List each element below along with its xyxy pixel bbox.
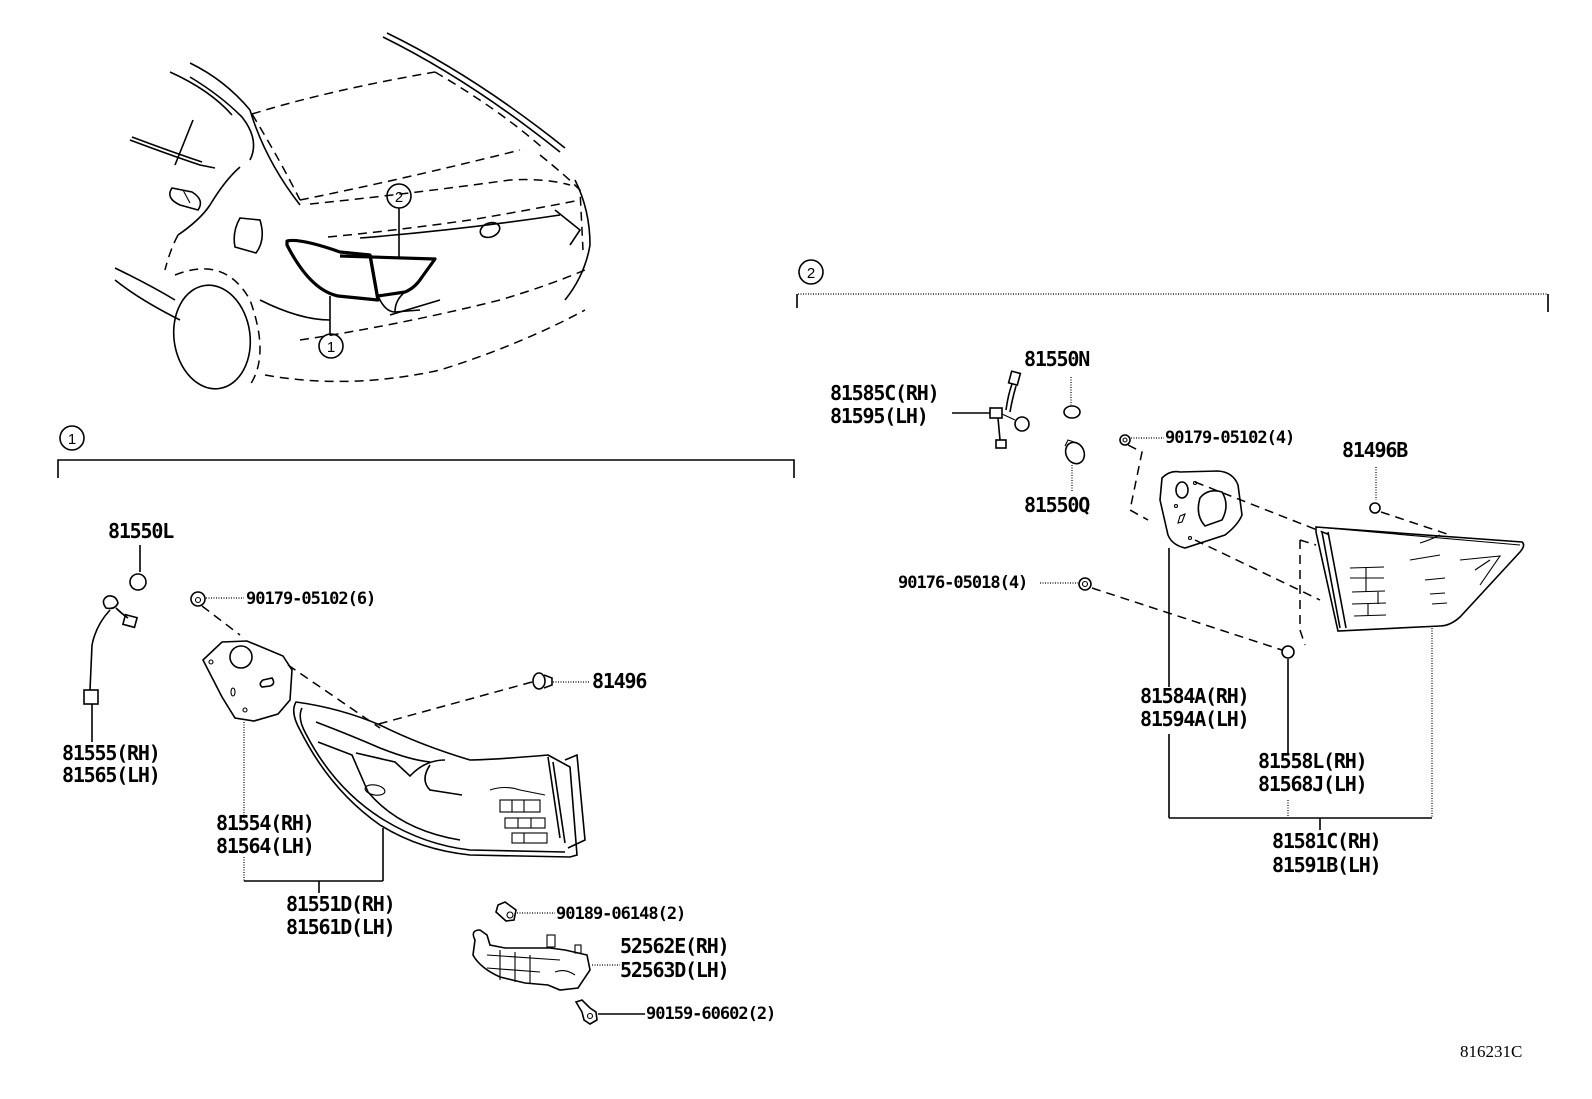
part-label-90176-05018-4: 90176-05018(4) <box>898 573 1027 593</box>
part-label-81550Q: 81550Q <box>1024 493 1090 517</box>
group-1-section: 1 81550L 81555(RH) 81565(LH) 90179-05102… <box>57 425 795 1025</box>
part-label-81581C-rh: 81581C(RH) <box>1272 829 1380 853</box>
socket-harness-2-icon <box>989 370 1030 449</box>
bulb-icon <box>129 573 147 591</box>
part-label-81568J-lh: 81568J(LH) <box>1258 772 1366 796</box>
bulb-small-icon <box>1063 405 1081 419</box>
socket-harness-icon <box>83 595 139 705</box>
part-label-81585C-rh: 81585C(RH) <box>830 381 938 405</box>
part-label-81594A-lh: 81594A(LH) <box>1140 707 1248 731</box>
part-label-81591B-lh: 81591B(LH) <box>1272 853 1380 877</box>
part-label-81496B: 81496B <box>1342 438 1408 462</box>
bulb-wedge-icon <box>1064 439 1086 465</box>
part-label-81550L: 81550L <box>108 519 174 543</box>
screw-icon <box>190 591 206 607</box>
group-1-marker <box>59 425 85 451</box>
group-1-marker-number: 1 <box>68 431 76 448</box>
mounting-bracket-icon <box>472 929 591 991</box>
clip-icon <box>532 672 553 690</box>
figure-code: 816231C <box>1460 1042 1522 1061</box>
screw-2-icon <box>1119 434 1131 446</box>
group-2-marker <box>798 259 824 285</box>
part-label-81551D-rh: 81551D(RH) <box>286 892 394 916</box>
lens-clip-icon <box>1281 645 1295 659</box>
group-2-marker-number: 2 <box>807 265 815 282</box>
callout-1-number: 1 <box>327 339 335 356</box>
part-label-90179-05102-6: 90179-05102(6) <box>246 589 375 609</box>
part-label-90189-06148-2: 90189-06148(2) <box>556 904 685 924</box>
part-label-81565-lh: 81565(LH) <box>62 763 160 787</box>
group-2-section: 2 81550N 81550Q 81585C(RH) 81595(LH) <box>796 259 1549 877</box>
clip-2-icon <box>1369 502 1381 514</box>
callout-2-number: 2 <box>395 189 403 206</box>
gasket-2-icon <box>1159 470 1243 549</box>
bolt-icon <box>574 999 598 1025</box>
part-label-52563D-lh: 52563D(LH) <box>620 958 728 982</box>
part-label-81561D-lh: 81561D(LH) <box>286 915 394 939</box>
part-label-81555-rh: 81555(RH) <box>62 741 160 765</box>
part-label-81584A-rh: 81584A(RH) <box>1140 684 1248 708</box>
group-1-bracket <box>57 459 795 478</box>
car-overview-illustration: 2 1 <box>114 32 591 390</box>
part-label-81564-lh: 81564(LH) <box>216 834 314 858</box>
clip-screw-icon <box>495 901 517 922</box>
tail-lamp-outer-icon <box>292 701 586 858</box>
tail-lamp-inner-icon <box>1315 526 1525 632</box>
nut-icon <box>1078 577 1092 591</box>
part-label-81554-rh: 81554(RH) <box>216 811 314 835</box>
part-label-81558L-rh: 81558L(RH) <box>1258 749 1366 773</box>
part-label-81595-lh: 81595(LH) <box>830 404 928 428</box>
part-label-81550N: 81550N <box>1024 347 1089 371</box>
part-label-52562E-rh: 52562E(RH) <box>620 934 728 958</box>
gasket-icon <box>202 640 293 722</box>
group-2-bracket <box>796 293 1549 312</box>
part-label-90179-05102-4: 90179-05102(4) <box>1165 428 1294 448</box>
part-label-81496: 81496 <box>592 669 646 693</box>
part-label-90159-60602-2: 90159-60602(2) <box>646 1004 775 1024</box>
